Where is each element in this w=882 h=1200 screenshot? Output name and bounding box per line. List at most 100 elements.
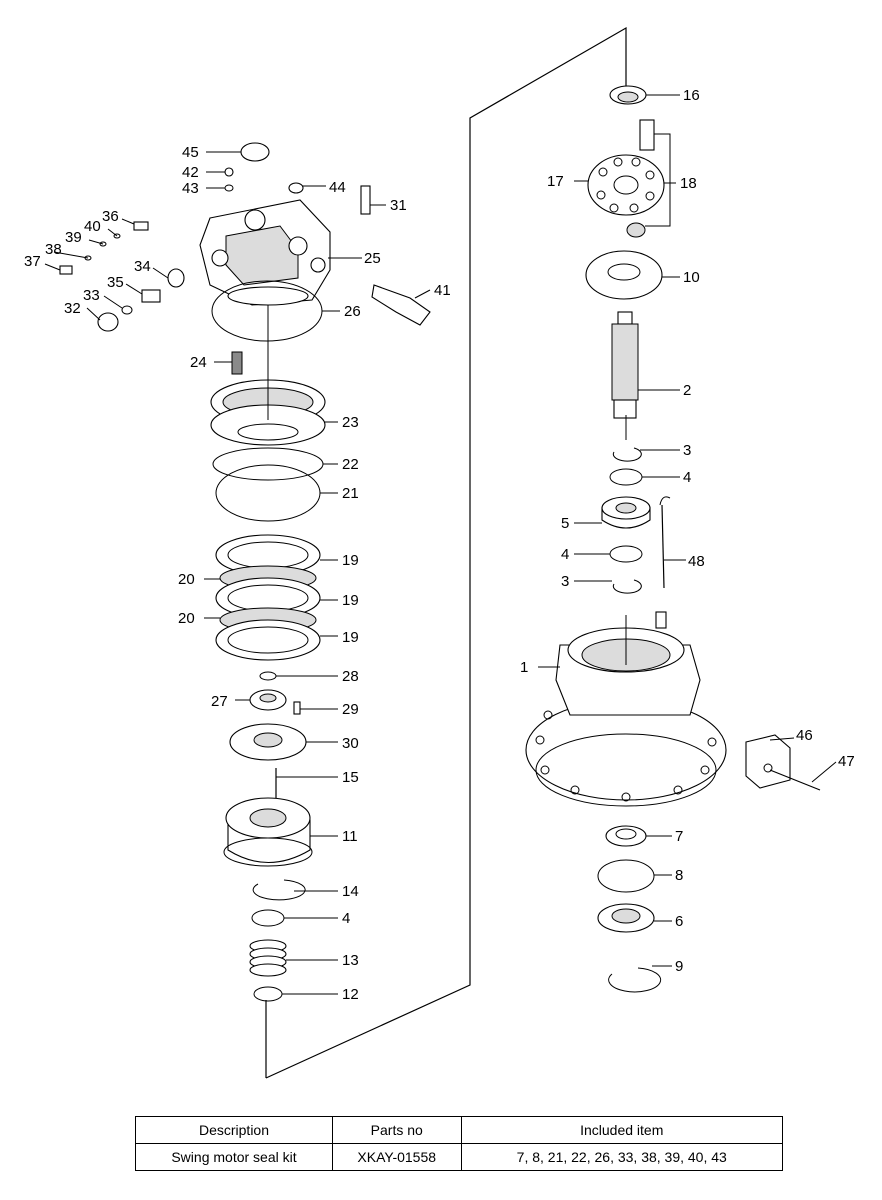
assembly-divider-line: [265, 26, 627, 1079]
cell-parts-no: XKAY-01558: [331, 1143, 462, 1171]
callout-23: 23: [342, 414, 359, 431]
part-motor-housing: [525, 611, 727, 807]
callout-15: 15: [342, 769, 359, 786]
callout-4: 4: [342, 910, 350, 927]
callout-48: 48: [688, 553, 705, 570]
callout-4: 4: [683, 469, 691, 486]
callout-41: 41: [434, 282, 451, 299]
callout-36: 36: [102, 208, 119, 225]
callout-17: 17: [547, 173, 564, 190]
callout-32: 32: [64, 300, 81, 317]
callout-35: 35: [107, 274, 124, 291]
part-pin-24: [231, 351, 243, 375]
part-snap-ring-9: [608, 967, 662, 993]
part-ring-28: [259, 671, 277, 681]
exploded-parts-diagram: 1 2 3 3 4 4 4 5 6 7 8 9 10 11 12 13 14 1…: [24, 26, 855, 1079]
part-snap-ring-14: [252, 879, 306, 901]
part-bearing-5: [601, 496, 651, 529]
callout-19: 19: [342, 592, 359, 609]
callout-labels: 1 2 3 3 4 4 4 5 6 7 8 9 10 11 12 13 14 1…: [24, 87, 855, 1003]
callout-11: 11: [342, 828, 358, 845]
callout-38: 38: [45, 241, 62, 258]
part-retainer-plate: [587, 154, 665, 216]
callout-1: 1: [520, 659, 528, 676]
callout-45: 45: [182, 144, 199, 161]
callout-29: 29: [342, 701, 359, 718]
part-shoe-18: [626, 222, 646, 238]
header-description: Description: [135, 1116, 333, 1144]
part-ring-22: [212, 447, 324, 481]
callout-30: 30: [342, 735, 359, 752]
callout-42: 42: [182, 164, 199, 181]
callout-16: 16: [683, 87, 700, 104]
callout-24: 24: [190, 354, 207, 371]
seal-kit-table: Description Parts no Included item Swing…: [135, 1116, 783, 1171]
callout-10: 10: [683, 269, 700, 286]
part-bearing-27: [249, 689, 287, 711]
callout-9: 9: [675, 958, 683, 975]
part-spring-13: [249, 939, 287, 977]
callout-39: 39: [65, 229, 82, 246]
part-seal-6: [597, 903, 655, 933]
callout-46: 46: [796, 727, 813, 744]
part-ring-4-upper: [609, 468, 643, 486]
callout-2: 2: [683, 382, 691, 399]
callout-44: 44: [329, 179, 346, 196]
part-piston-18: [639, 119, 655, 151]
cell-included-item: 7, 8, 21, 22, 26, 33, 38, 39, 40, 43: [460, 1143, 783, 1171]
callout-47: 47: [838, 753, 855, 770]
callout-3: 3: [561, 573, 569, 590]
part-ring-4-left: [251, 909, 285, 927]
part-ring-12: [253, 986, 283, 1002]
part-bolt-47: [769, 769, 821, 791]
part-swash-plate: [585, 250, 663, 300]
callout-12: 12: [342, 986, 359, 1003]
part-dipstick-48: [659, 496, 671, 589]
callout-43: 43: [182, 180, 199, 197]
part-cylinder-block: [210, 379, 326, 446]
part-pin-29: [293, 701, 301, 715]
callout-3: 3: [683, 442, 691, 459]
callout-27: 27: [211, 693, 228, 710]
leader-lines-left: [44, 151, 431, 995]
callout-13: 13: [342, 952, 359, 969]
header-parts-no: Parts no: [331, 1116, 462, 1144]
part-o-ring-8: [597, 859, 655, 893]
callout-4: 4: [561, 546, 569, 563]
callout-31: 31: [390, 197, 407, 214]
part-drive-shaft: [611, 311, 639, 419]
callout-25: 25: [364, 250, 381, 267]
part-snap-ring-3-lower: [612, 579, 642, 594]
callout-18: 18: [680, 175, 697, 192]
part-gear-cylinder: [223, 797, 313, 867]
part-block-46: [745, 734, 791, 789]
part-bearing-16: [609, 85, 647, 105]
table-header-row: Description Parts no Included item: [135, 1116, 783, 1144]
part-ring-21: [215, 464, 321, 522]
callout-34: 34: [134, 258, 151, 275]
part-valve-casting: [199, 199, 331, 306]
callout-22: 22: [342, 456, 359, 473]
callout-20: 20: [178, 571, 195, 588]
callout-8: 8: [675, 867, 683, 884]
header-included-item: Included item: [460, 1116, 783, 1144]
callout-33: 33: [83, 287, 100, 304]
table-row: Swing motor seal kit XKAY-01558 7, 8, 21…: [135, 1143, 783, 1171]
callout-14: 14: [342, 883, 359, 900]
part-seal-7: [605, 825, 647, 847]
callout-21: 21: [342, 485, 359, 502]
callout-20: 20: [178, 610, 195, 627]
callout-19: 19: [342, 552, 359, 569]
leader-lines-right: [538, 94, 837, 967]
callout-7: 7: [675, 828, 683, 845]
callout-37: 37: [24, 253, 41, 270]
part-snap-ring-3-upper: [612, 447, 642, 462]
callout-19: 19: [342, 629, 359, 646]
callout-5: 5: [561, 515, 569, 532]
part-valve-plate: [229, 723, 307, 761]
callout-26: 26: [344, 303, 361, 320]
callout-40: 40: [84, 218, 101, 235]
callout-6: 6: [675, 913, 683, 930]
part-small-fittings: [59, 142, 431, 332]
part-friction-plates: [215, 534, 321, 661]
